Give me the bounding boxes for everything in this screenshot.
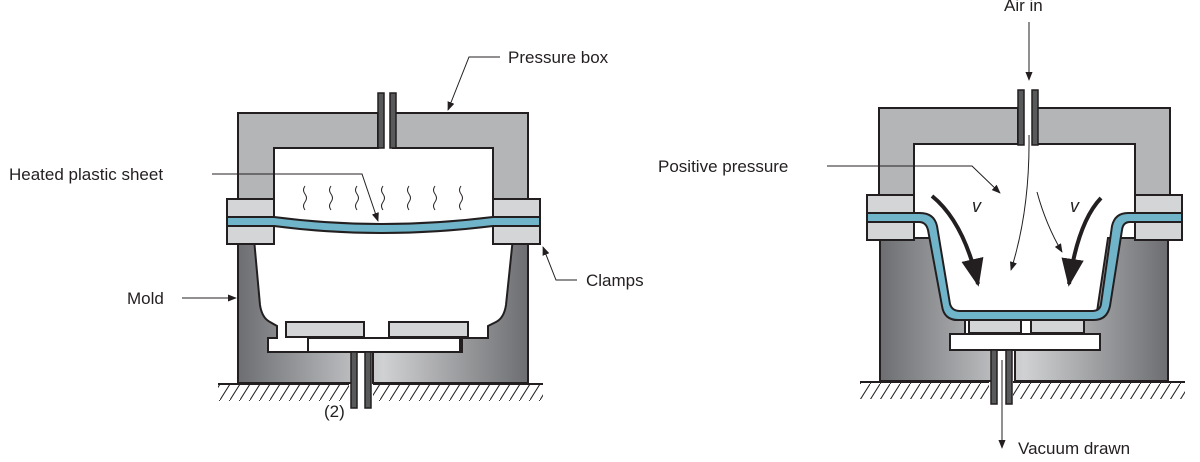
plastic-sheet (226, 216, 541, 234)
heat-wave (355, 185, 359, 211)
air-pipe-wall-left (1017, 89, 1025, 146)
heat-waves (303, 185, 463, 211)
heat-wave (381, 185, 385, 211)
vacuum-symbol-left: v (972, 196, 982, 216)
mold-vent-plate-right (388, 321, 469, 338)
mold (879, 237, 1169, 382)
air-pipe-wall-left (377, 92, 385, 149)
airflow-arrow-right (1036, 191, 1063, 253)
vacuum-pipe-wall-left (990, 349, 998, 405)
vacuum-platform (949, 333, 1101, 351)
label-positive-pressure: Positive pressure (658, 157, 788, 176)
label-pressure-box: Pressure box (508, 48, 609, 67)
heat-wave (303, 185, 307, 211)
label-clamps: Clamps (586, 271, 644, 290)
clamp-lower-right (492, 225, 541, 245)
mold-vent-plate-right (1030, 319, 1085, 334)
label-heated-plastic-sheet: Heated plastic sheet (9, 165, 163, 184)
vacuum-platform (307, 337, 461, 353)
mold (237, 227, 529, 384)
panel-right: v v Air in Positive pressure Vacuum draw… (658, 0, 1185, 458)
pressure-box-leader (447, 56, 500, 111)
vacuum-flow-arrow-left (930, 194, 984, 287)
clamp-upper-left (226, 198, 275, 218)
clamp-upper-right (492, 198, 541, 218)
panel-left: Pressure box Heated plastic sheet Clamps… (9, 48, 644, 421)
label-air-in: Air in (1004, 0, 1043, 15)
clamp-lower-left (866, 221, 915, 241)
airflow-arrow-center (1010, 134, 1030, 271)
label-vacuum-drawn: Vacuum drawn (1018, 439, 1130, 458)
positive-pressure-leader (827, 165, 1001, 194)
vacuum-flow-arrow-right (1061, 196, 1103, 287)
vacuum-pipe-wall-left (350, 351, 358, 409)
clamp-upper-right (1134, 194, 1183, 214)
ground-hatch-left (860, 383, 989, 399)
heat-wave (433, 185, 437, 211)
plastic-sheet-formed (866, 212, 1183, 321)
clamp-lower-right (1134, 221, 1183, 241)
clamp-lower-left (226, 225, 275, 245)
label-mold: Mold (127, 289, 164, 308)
ground-hatch-right (1013, 383, 1185, 399)
heat-wave (407, 185, 411, 211)
heat-wave (329, 185, 333, 211)
vacuum-pipe-wall-right (364, 351, 372, 409)
air-pipe-wall-right (1031, 89, 1039, 146)
heat-wave (459, 185, 463, 211)
heated-sheet-leader (212, 173, 379, 222)
mold-vent-plate-left (968, 319, 1022, 334)
ground-hatch-right (373, 385, 543, 401)
caption-step: (2) (324, 402, 345, 421)
mold-vent-plate-left (285, 321, 365, 338)
ground-hatch-left (218, 385, 349, 401)
air-pipe-wall-right (389, 92, 397, 149)
clamp-upper-left (866, 194, 915, 214)
vacuum-pipe-wall-right (1005, 349, 1013, 405)
clamps-leader (542, 246, 577, 281)
vacuum-symbol-right: v (1070, 196, 1080, 216)
